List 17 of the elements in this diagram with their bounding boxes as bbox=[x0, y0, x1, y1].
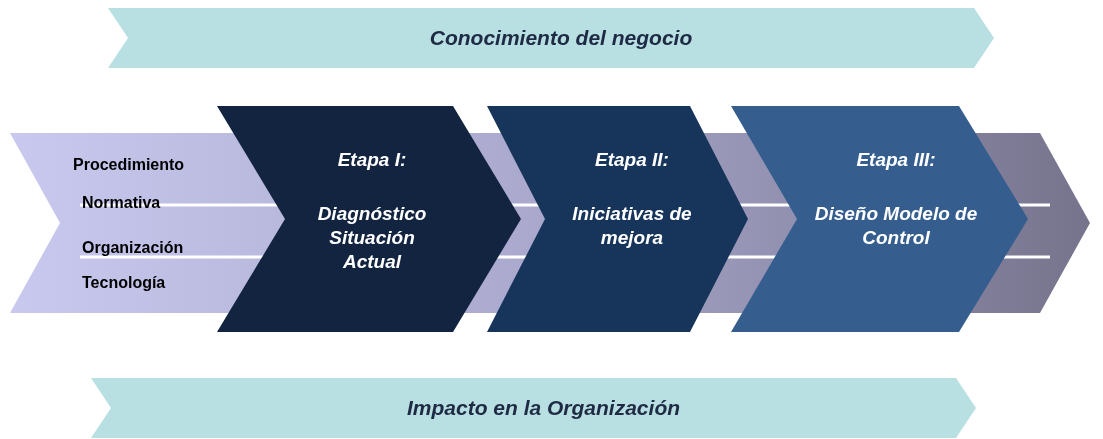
stage-description: Iniciativas de mejora bbox=[571, 202, 693, 250]
category-text: Organización bbox=[82, 240, 184, 256]
bottom-banner bbox=[91, 378, 976, 438]
category-text: Tecnología bbox=[82, 275, 166, 291]
stage-panel bbox=[487, 106, 748, 332]
stage-panel bbox=[731, 106, 1028, 332]
stage-heading: Etapa I: bbox=[337, 148, 407, 172]
category-text: Procedimiento bbox=[73, 157, 185, 173]
category-text: Normativa bbox=[82, 195, 161, 211]
stage-description: Diagnóstico Situación Actual bbox=[316, 202, 428, 274]
stage-heading: Etapa II: bbox=[595, 148, 669, 172]
top-banner bbox=[108, 8, 994, 68]
banner-text: Conocimiento del negocio bbox=[429, 25, 693, 52]
stage-panel bbox=[217, 106, 521, 332]
stage-heading: Etapa III: bbox=[856, 148, 936, 172]
stage-description: Diseño Modelo de Control bbox=[813, 202, 979, 250]
banner-text: Impacto en la Organización bbox=[406, 395, 681, 422]
